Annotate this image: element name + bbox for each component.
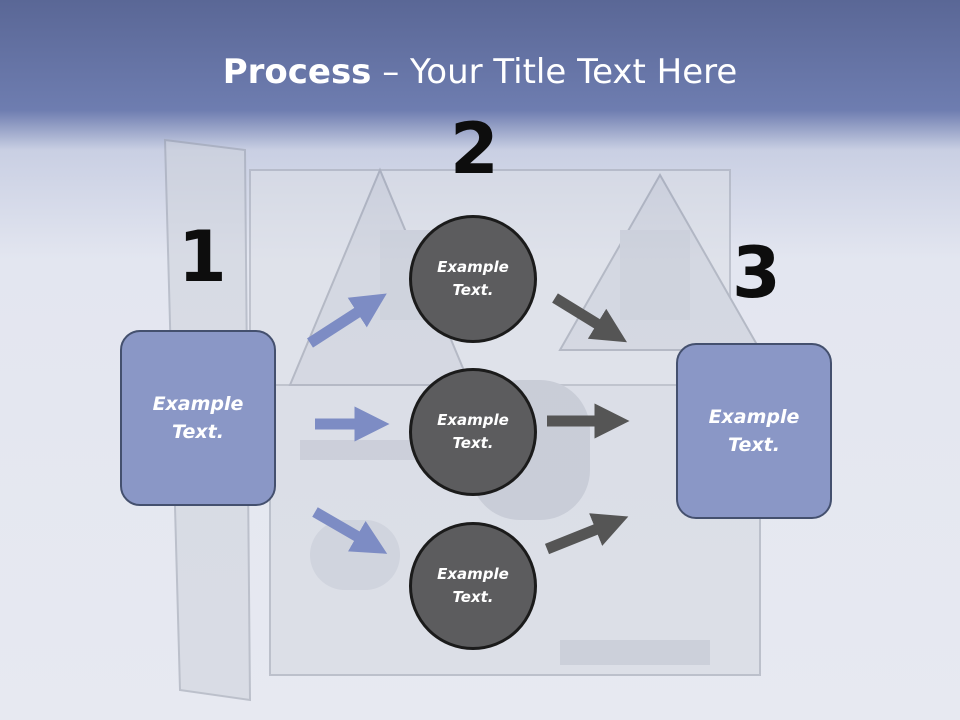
left-text-box: Example Text. — [120, 330, 276, 506]
right-box-line1: Example — [708, 405, 800, 428]
circle-bottom: Example Text. — [409, 522, 537, 650]
circle-middle-line2: Text. — [452, 434, 494, 452]
circle-bottom-line1: Example — [437, 564, 509, 583]
title-rest: – Your Title Text Here — [371, 52, 738, 92]
circle-bottom-line2: Text. — [452, 588, 494, 606]
left-box-line2: Text. — [172, 421, 224, 443]
circle-top-line2: Text. — [452, 281, 494, 299]
right-box-line2: Text. — [728, 434, 780, 456]
circle-top-line1: Example — [437, 257, 509, 276]
left-box-line1: Example — [152, 392, 244, 415]
step-number-1: 1 — [178, 216, 227, 298]
title-bold: Process — [222, 52, 372, 92]
circle-top: Example Text. — [409, 215, 537, 343]
arrow-bottom-to-right — [544, 513, 629, 555]
circle-middle: Example Text. — [409, 368, 537, 496]
arrow-top-to-right — [552, 293, 627, 343]
arrow-left-to-top — [307, 293, 387, 348]
step-number-3: 3 — [732, 232, 781, 314]
arrow-left-to-bottom — [312, 507, 388, 554]
right-text-box: Example Text. — [676, 343, 832, 519]
circle-middle-line1: Example — [437, 410, 509, 429]
step-number-2: 2 — [450, 108, 499, 190]
slide-title: Process – Your Title Text Here — [0, 52, 960, 92]
